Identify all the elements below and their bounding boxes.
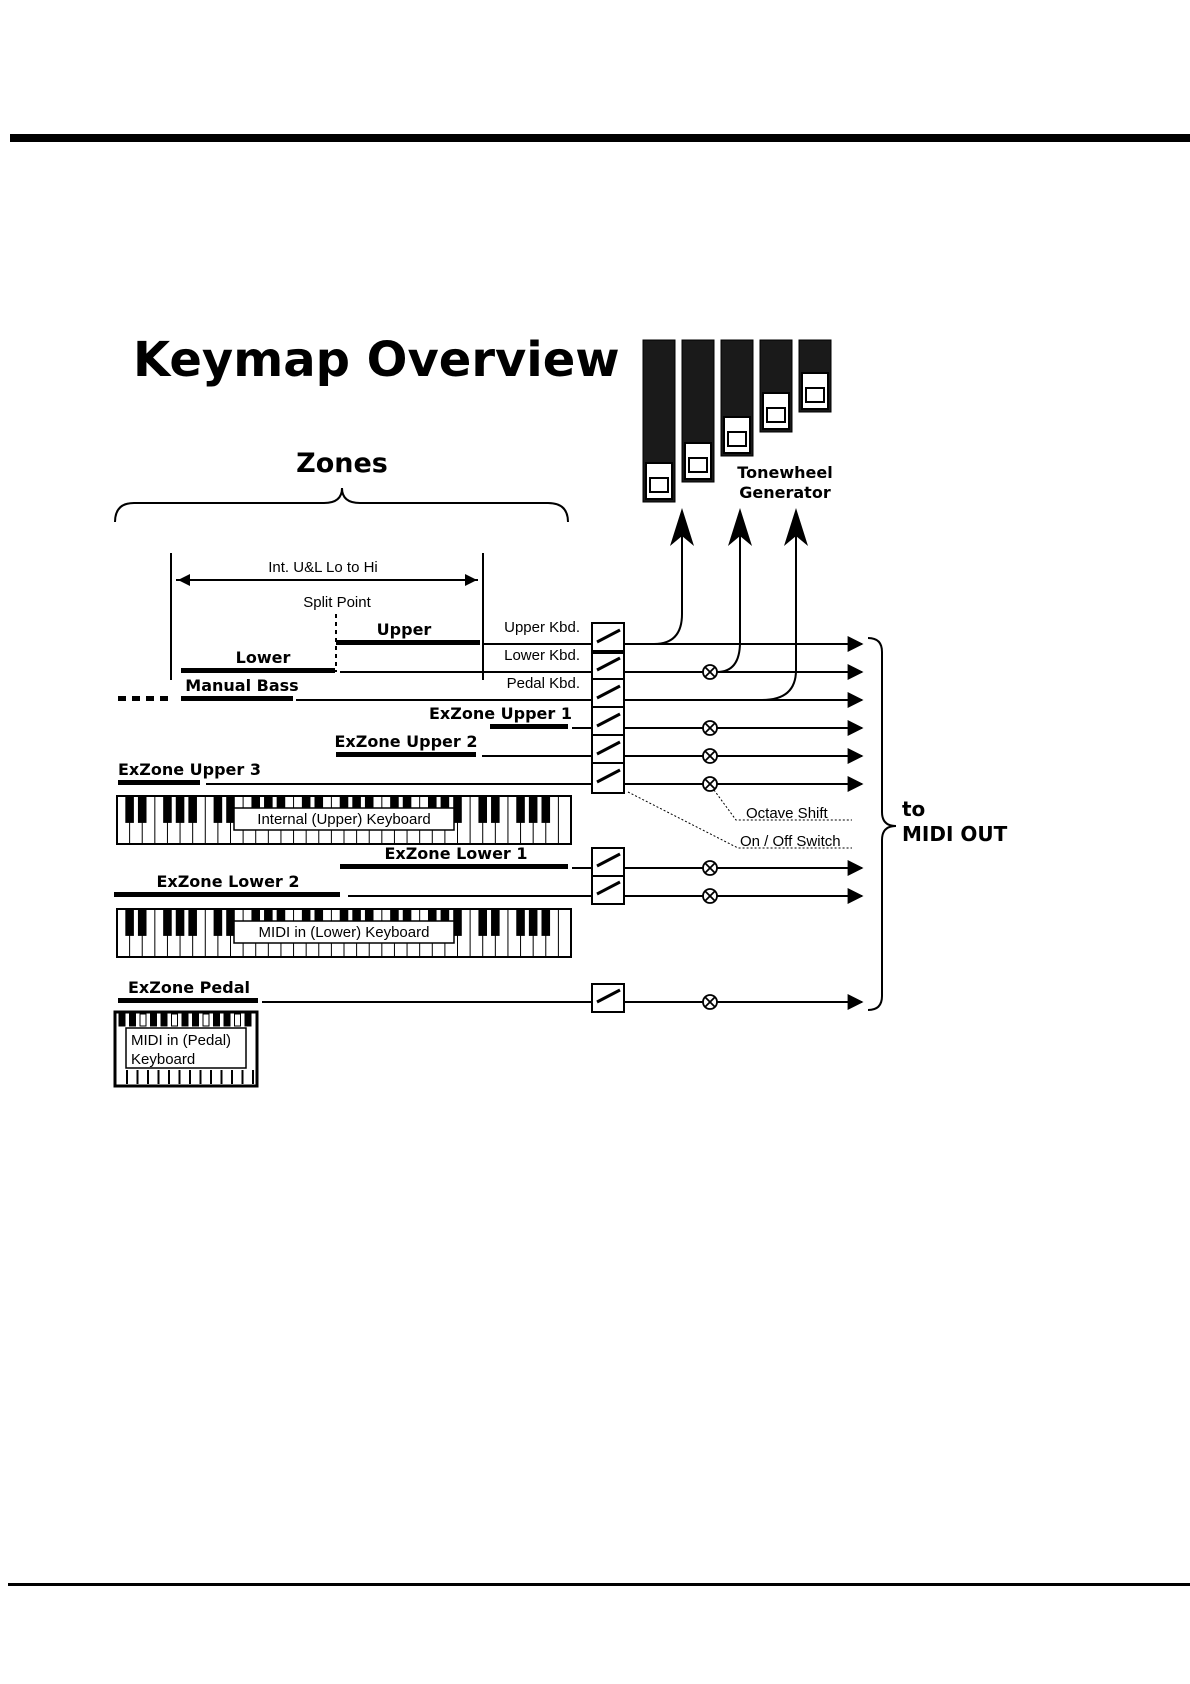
midi-lower-keyboard: MIDI in (Lower) Keyboard: [116, 908, 572, 958]
lower-zone-label: Lower: [236, 648, 291, 667]
zones-heading: Zones: [296, 448, 388, 479]
octave-shift-nodes: [702, 664, 718, 1010]
midi-pedal-keyboard-label-2: Keyboard: [131, 1051, 195, 1068]
exzone-pedal-label: ExZone Pedal: [128, 978, 250, 997]
midi-lower-keyboard-label: MIDI in (Lower) Keyboard: [259, 924, 430, 941]
generator-label-2: Generator: [739, 483, 831, 502]
zone-bars: [114, 640, 568, 1003]
pedal-kbd-label: Pedal Kbd.: [507, 675, 580, 692]
midi-pedal-keyboard-label-1: MIDI in (Pedal): [131, 1032, 231, 1049]
on-off-leader: [627, 791, 852, 849]
split-point-label: Split Point: [303, 594, 371, 611]
output-lines: [624, 636, 864, 1010]
bottom-rule: [8, 1583, 1190, 1586]
exzone-lower-1-label: ExZone Lower 1: [384, 844, 527, 863]
generator-arrowheads: [670, 508, 808, 546]
midi-out-label-1: to: [902, 797, 925, 821]
manual-bass-label: Manual Bass: [185, 676, 298, 695]
page-title: Keymap Overview: [133, 332, 620, 388]
top-rule: [10, 134, 1190, 142]
on-off-switch-label: On / Off Switch: [740, 833, 841, 850]
exzone-lower-2-label: ExZone Lower 2: [156, 872, 299, 891]
octave-shift-leader: [713, 789, 852, 821]
midi-pedal-keyboard: MIDI in (Pedal) Keyboard: [113, 1010, 259, 1088]
input-lines: [206, 643, 592, 1003]
zones-brace: [114, 487, 569, 523]
exzone-upper-3-label: ExZone Upper 3: [118, 760, 261, 779]
switch-icons: [591, 622, 625, 1013]
midi-out-label-2: MIDI OUT: [902, 822, 1008, 846]
internal-upper-keyboard-label: Internal (Upper) Keyboard: [257, 811, 430, 828]
octave-shift-label: Octave Shift: [746, 805, 829, 822]
range-label: Int. U&L Lo to Hi: [268, 559, 378, 576]
generator-arrows: [653, 522, 797, 701]
exzone-upper-2-label: ExZone Upper 2: [335, 732, 478, 751]
drawbar-icons: [642, 339, 832, 503]
internal-upper-keyboard: Internal (Upper) Keyboard: [116, 795, 572, 845]
midi-out-brace: [867, 637, 897, 1011]
exzone-upper-1-label: ExZone Upper 1: [429, 704, 572, 723]
generator-label-1: Tonewheel: [737, 463, 832, 482]
upper-kbd-label: Upper Kbd.: [504, 619, 580, 636]
lower-kbd-label: Lower Kbd.: [504, 647, 580, 664]
upper-zone-label: Upper: [377, 620, 432, 639]
